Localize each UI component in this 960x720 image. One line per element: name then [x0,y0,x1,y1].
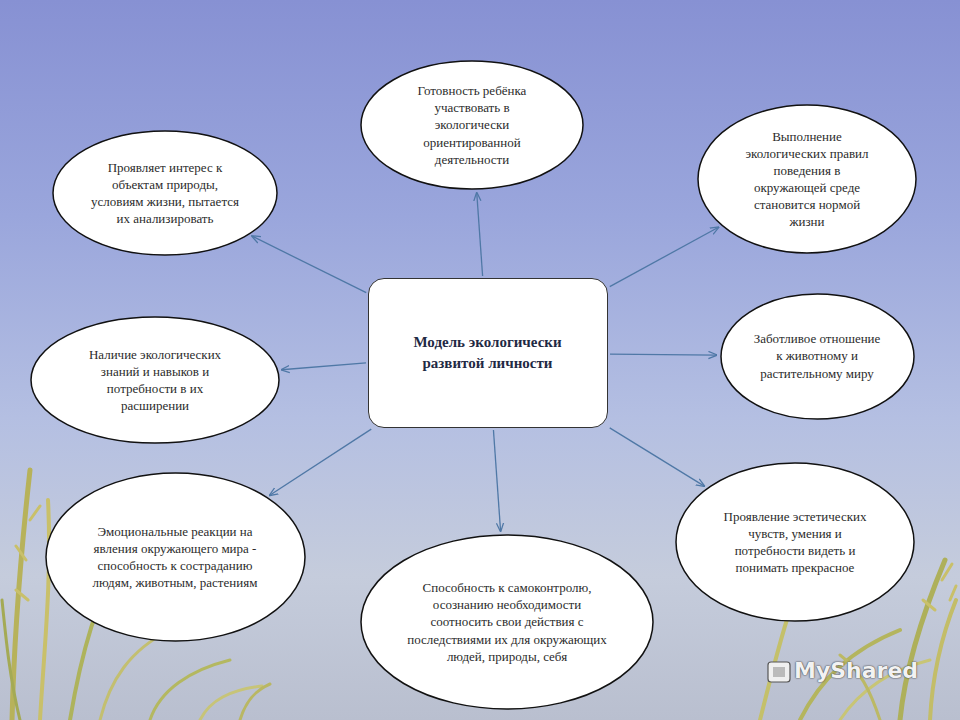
trait-ellipse: Способность к самоконтролю, осознанию не… [360,534,654,710]
trait-text: Проявляет интерес к объектам природы, ус… [90,159,240,228]
ellipse-outline [675,462,915,622]
trait-ellipse: Выполнение экологических правил поведени… [697,104,917,254]
trait-text: Эмоциональные реакции на явления окружаю… [93,523,258,592]
trait-ellipse: Готовность ребёнка участвовать в экологи… [360,60,584,190]
arrow-connector [270,429,371,495]
center-box: Модель экологически развитой личности [368,278,608,428]
trait-text: Заботливое отношение к животному и расти… [753,330,881,381]
ellipse-outline [30,316,280,444]
ellipse-outline [52,130,278,256]
arrow-connector [252,236,366,292]
trait-text: Выполнение экологических правил поведени… [737,128,877,231]
trait-text: Проявление эстетических чувств, умения и… [715,508,875,577]
ellipse-outline [697,104,917,254]
arrow-connector [610,227,719,286]
arrow-connector [477,193,483,276]
trait-text: Способность к самоконтролю, осознанию не… [407,579,607,665]
watermark: MyShared [794,658,918,683]
arrow-connector [610,428,705,486]
arrow-connector [281,363,366,370]
trait-ellipse: Эмоциональные реакции на явления окружаю… [45,472,306,642]
trait-text: Наличие экологических знаний и навыков и… [75,346,235,415]
trait-ellipse: Наличие экологических знаний и навыков и… [30,316,280,444]
trait-text: Готовность ребёнка участвовать в экологи… [402,82,542,168]
trait-ellipse: Проявляет интерес к объектам природы, ус… [52,130,278,256]
center-title: Модель экологически развитой личности [388,332,588,373]
arrow-connector [610,353,717,355]
watermark-icon [768,662,790,682]
trait-ellipse: Проявление эстетических чувств, умения и… [675,462,915,622]
trait-ellipse: Заботливое отношение к животному и расти… [720,293,915,420]
ellipse-outline [45,472,306,642]
arrow-connector [493,430,500,531]
